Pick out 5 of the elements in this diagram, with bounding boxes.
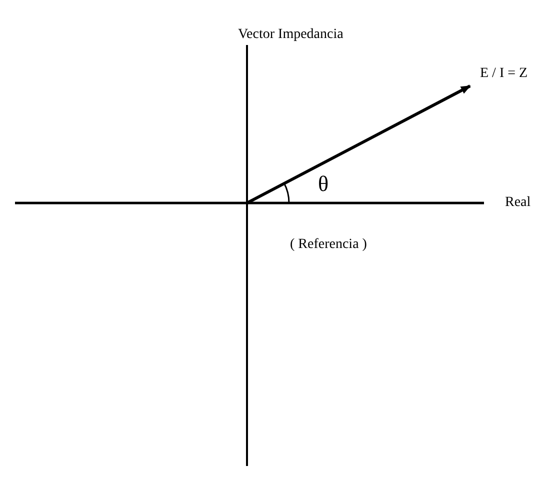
axis-label: Real xyxy=(505,196,531,210)
angle-label: θ xyxy=(318,173,329,195)
reference-label: ( Referencia ) xyxy=(290,238,367,252)
equation-label: E / I = Z xyxy=(480,67,528,81)
diagram-title: Vector Impedancia xyxy=(238,28,344,42)
